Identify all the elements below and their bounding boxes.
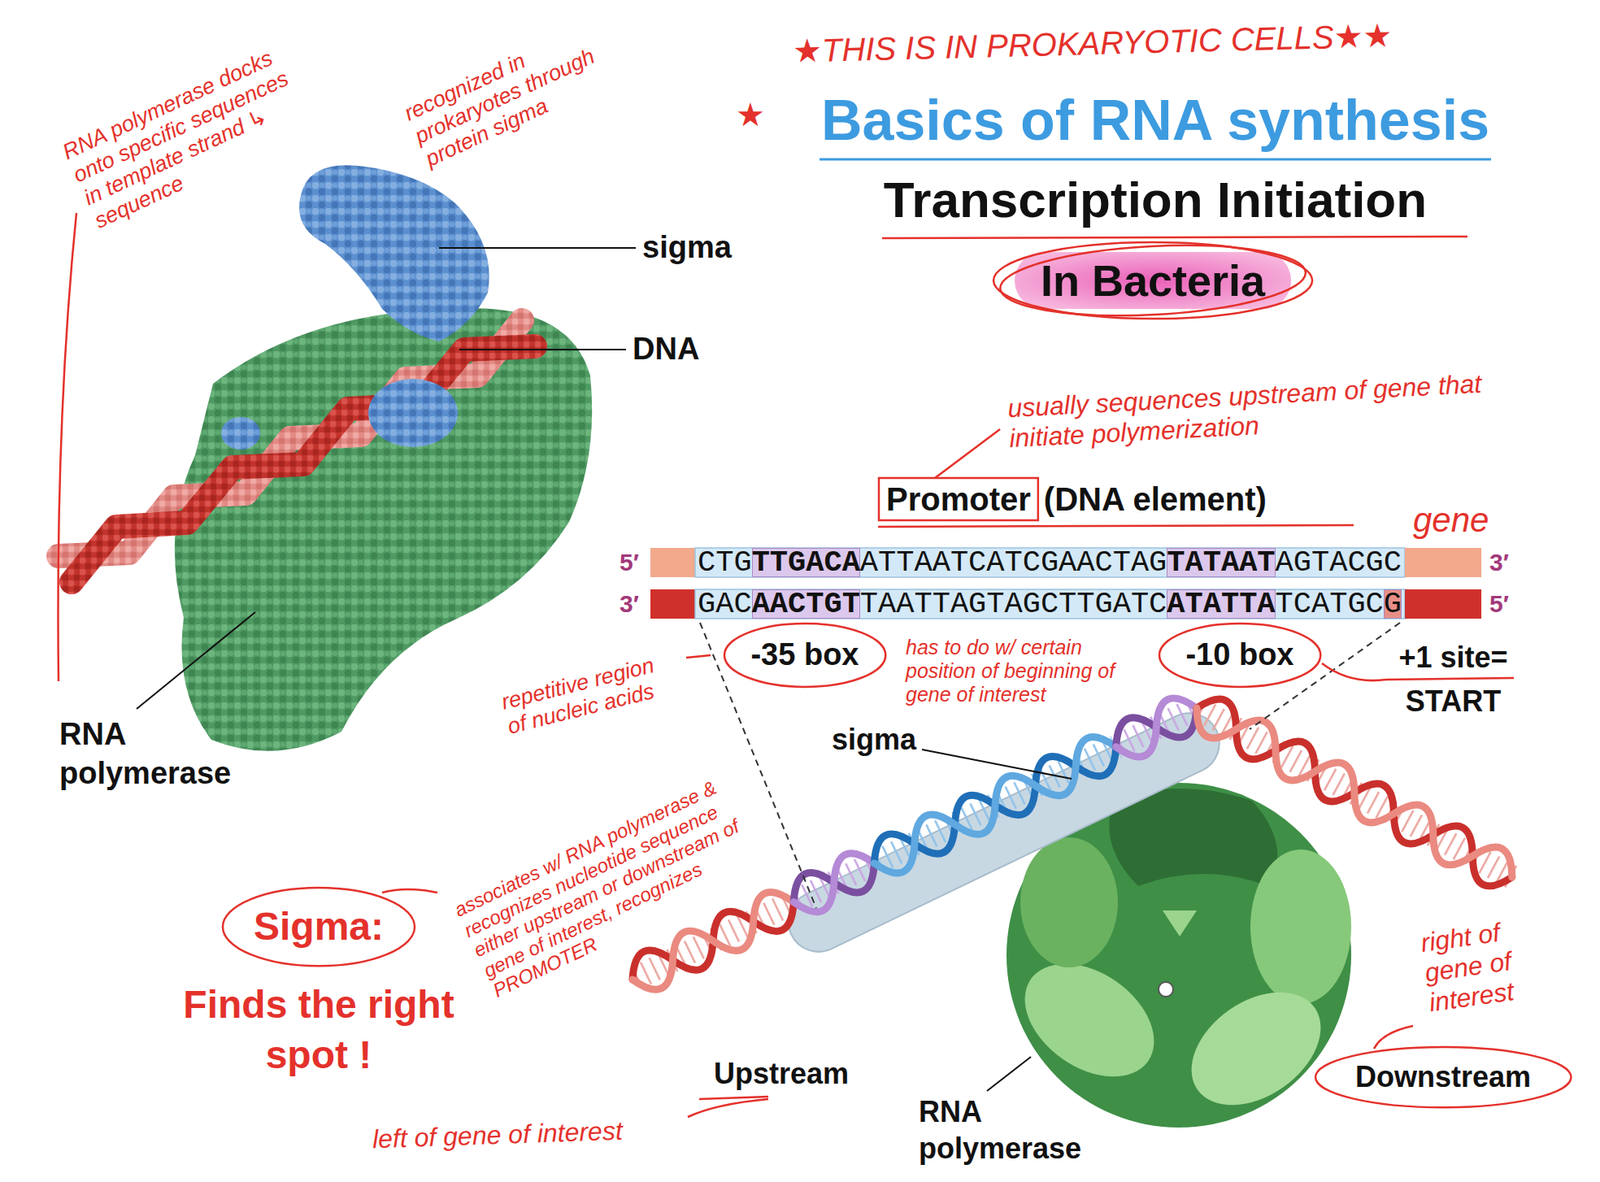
sequence-box: TTGACA [752, 547, 861, 578]
handwritten-note: usually sequences upstream of gene that … [1006, 367, 1514, 454]
term-text: Promoter [886, 480, 1031, 518]
hand-underline [878, 525, 1354, 527]
sequence-text: GAC [697, 589, 753, 619]
term-text: -10 box [1185, 637, 1294, 674]
hand-circle [1315, 1047, 1571, 1108]
handwritten-note: has to do w/ certain position of beginni… [905, 635, 1144, 706]
sigma-model [221, 417, 261, 450]
leader-line [921, 749, 1072, 779]
direction-label: Upstream [713, 1056, 849, 1091]
boxed-term: Promoter [878, 477, 1040, 522]
hand-underline [882, 236, 1468, 239]
helix-purple [784, 844, 883, 921]
pink-highlight [1014, 252, 1292, 309]
hand-leader [934, 429, 1000, 479]
part-label: DNA [632, 331, 700, 368]
title-underline [819, 158, 1492, 161]
part-label: RNA polymerase [59, 715, 255, 793]
handwritten-note: right of gene of interest [1418, 909, 1569, 1018]
sequence-box: AACTGT [752, 589, 861, 619]
part-label: sigma [831, 722, 917, 757]
strand-end-bar [1404, 547, 1482, 578]
hand-circle [724, 623, 886, 687]
start-base: G [1383, 589, 1402, 619]
sequence-box: ATATTA [1166, 589, 1275, 619]
handwritten-note: associates w/ RNA polymerase & recognize… [450, 763, 785, 1002]
strand-end: 5′ [1489, 590, 1509, 619]
strand-end-bar [1404, 589, 1482, 619]
handwritten-note: recognized in prokaryotes through protei… [400, 14, 624, 173]
hand-bracket [57, 213, 77, 682]
polymerase-lobe [1162, 910, 1197, 937]
sequence-text: CTG [697, 547, 753, 578]
slide-subtitle: Transcription Initiation [883, 170, 1427, 229]
hand-circle [1159, 623, 1321, 687]
hand-underline [699, 1096, 769, 1100]
term-text: Downstream [1355, 1060, 1531, 1094]
leader-line [986, 1056, 1031, 1092]
polymerase-lobe [1170, 969, 1343, 1129]
slide-title: Basics of RNA synthesis [821, 87, 1490, 154]
handwritten-note: RNA polymerase docks onto specific seque… [58, 42, 315, 234]
polymerase-lobe [1004, 940, 1176, 1100]
strand-end: 3′ [619, 590, 640, 619]
hand-leader [382, 889, 438, 893]
sigma-model [368, 378, 458, 448]
handwritten-note: repetitive region of nucleic acids [499, 647, 685, 740]
key-point: Finds the right spot ! [147, 979, 490, 1082]
circled-term: -35 box [722, 621, 887, 689]
sigma-model [299, 165, 490, 342]
hand-circle [993, 242, 1313, 319]
term-text: Sigma: [253, 904, 384, 949]
leader-line [439, 247, 636, 249]
hand-circle [222, 887, 415, 966]
term-text: -35 box [750, 637, 859, 674]
part-label: RNA polymerase [918, 1093, 1106, 1167]
dna-strand-model [71, 346, 535, 583]
sequence-text: TAATTAGTAGCTTGATC [860, 589, 1167, 619]
sequence-box: TATAAT [1166, 547, 1275, 578]
leader-line [459, 348, 627, 351]
strand-end-bar [650, 589, 696, 619]
polymerase-lobe [1020, 837, 1118, 968]
promoter-bar [695, 547, 1405, 578]
circled-term: Sigma: [221, 886, 417, 968]
helix-purple [1107, 690, 1206, 766]
handwritten-note: left of gene of interest [371, 1116, 623, 1156]
hand-box [878, 478, 1039, 521]
leader-line [136, 612, 256, 709]
sequence-text: ATTAATCATCGAACTAG [860, 547, 1167, 578]
hand-leader [686, 655, 711, 658]
promoter-bar [695, 589, 1405, 619]
handwritten-note: gene [1413, 500, 1489, 540]
part-label: (DNA element) [1043, 480, 1267, 518]
helix-segment [1186, 690, 1522, 896]
term-text: In Bacteria [1040, 255, 1266, 306]
strand-end: 5′ [619, 548, 640, 578]
strand-end: 3′ [1489, 548, 1509, 578]
dna-strand-text: GACAACTGTTAATTAGTAGCTTGATCATATTATCATGCG [697, 589, 1402, 619]
polymerase-lobe [1250, 849, 1352, 1005]
handwritten-note: ★THIS IS IN PROKARYOTIC CELLS★★ [792, 16, 1393, 70]
site-label: +1 site= START [1382, 635, 1525, 724]
circled-term: -10 box [1157, 621, 1322, 689]
strand-end-bar [650, 547, 696, 578]
hand-leader [1373, 1026, 1414, 1049]
star-mark: ★ [735, 95, 766, 134]
hand-leader [687, 1099, 769, 1118]
active-site [1158, 982, 1174, 997]
dna-strand-text: CTGTTGACAATTAATCATCGAACTAGTATAATAGTACGC [697, 547, 1402, 578]
highlight-pill: In Bacteria [991, 240, 1314, 321]
circled-term: Downstream [1313, 1045, 1573, 1109]
part-label: sigma [642, 230, 732, 266]
sequence-text: AGTACGC [1275, 547, 1402, 578]
hand-circle [998, 238, 1308, 323]
sequence-text: TCATGC [1275, 589, 1384, 619]
sigma-band [778, 703, 1230, 962]
